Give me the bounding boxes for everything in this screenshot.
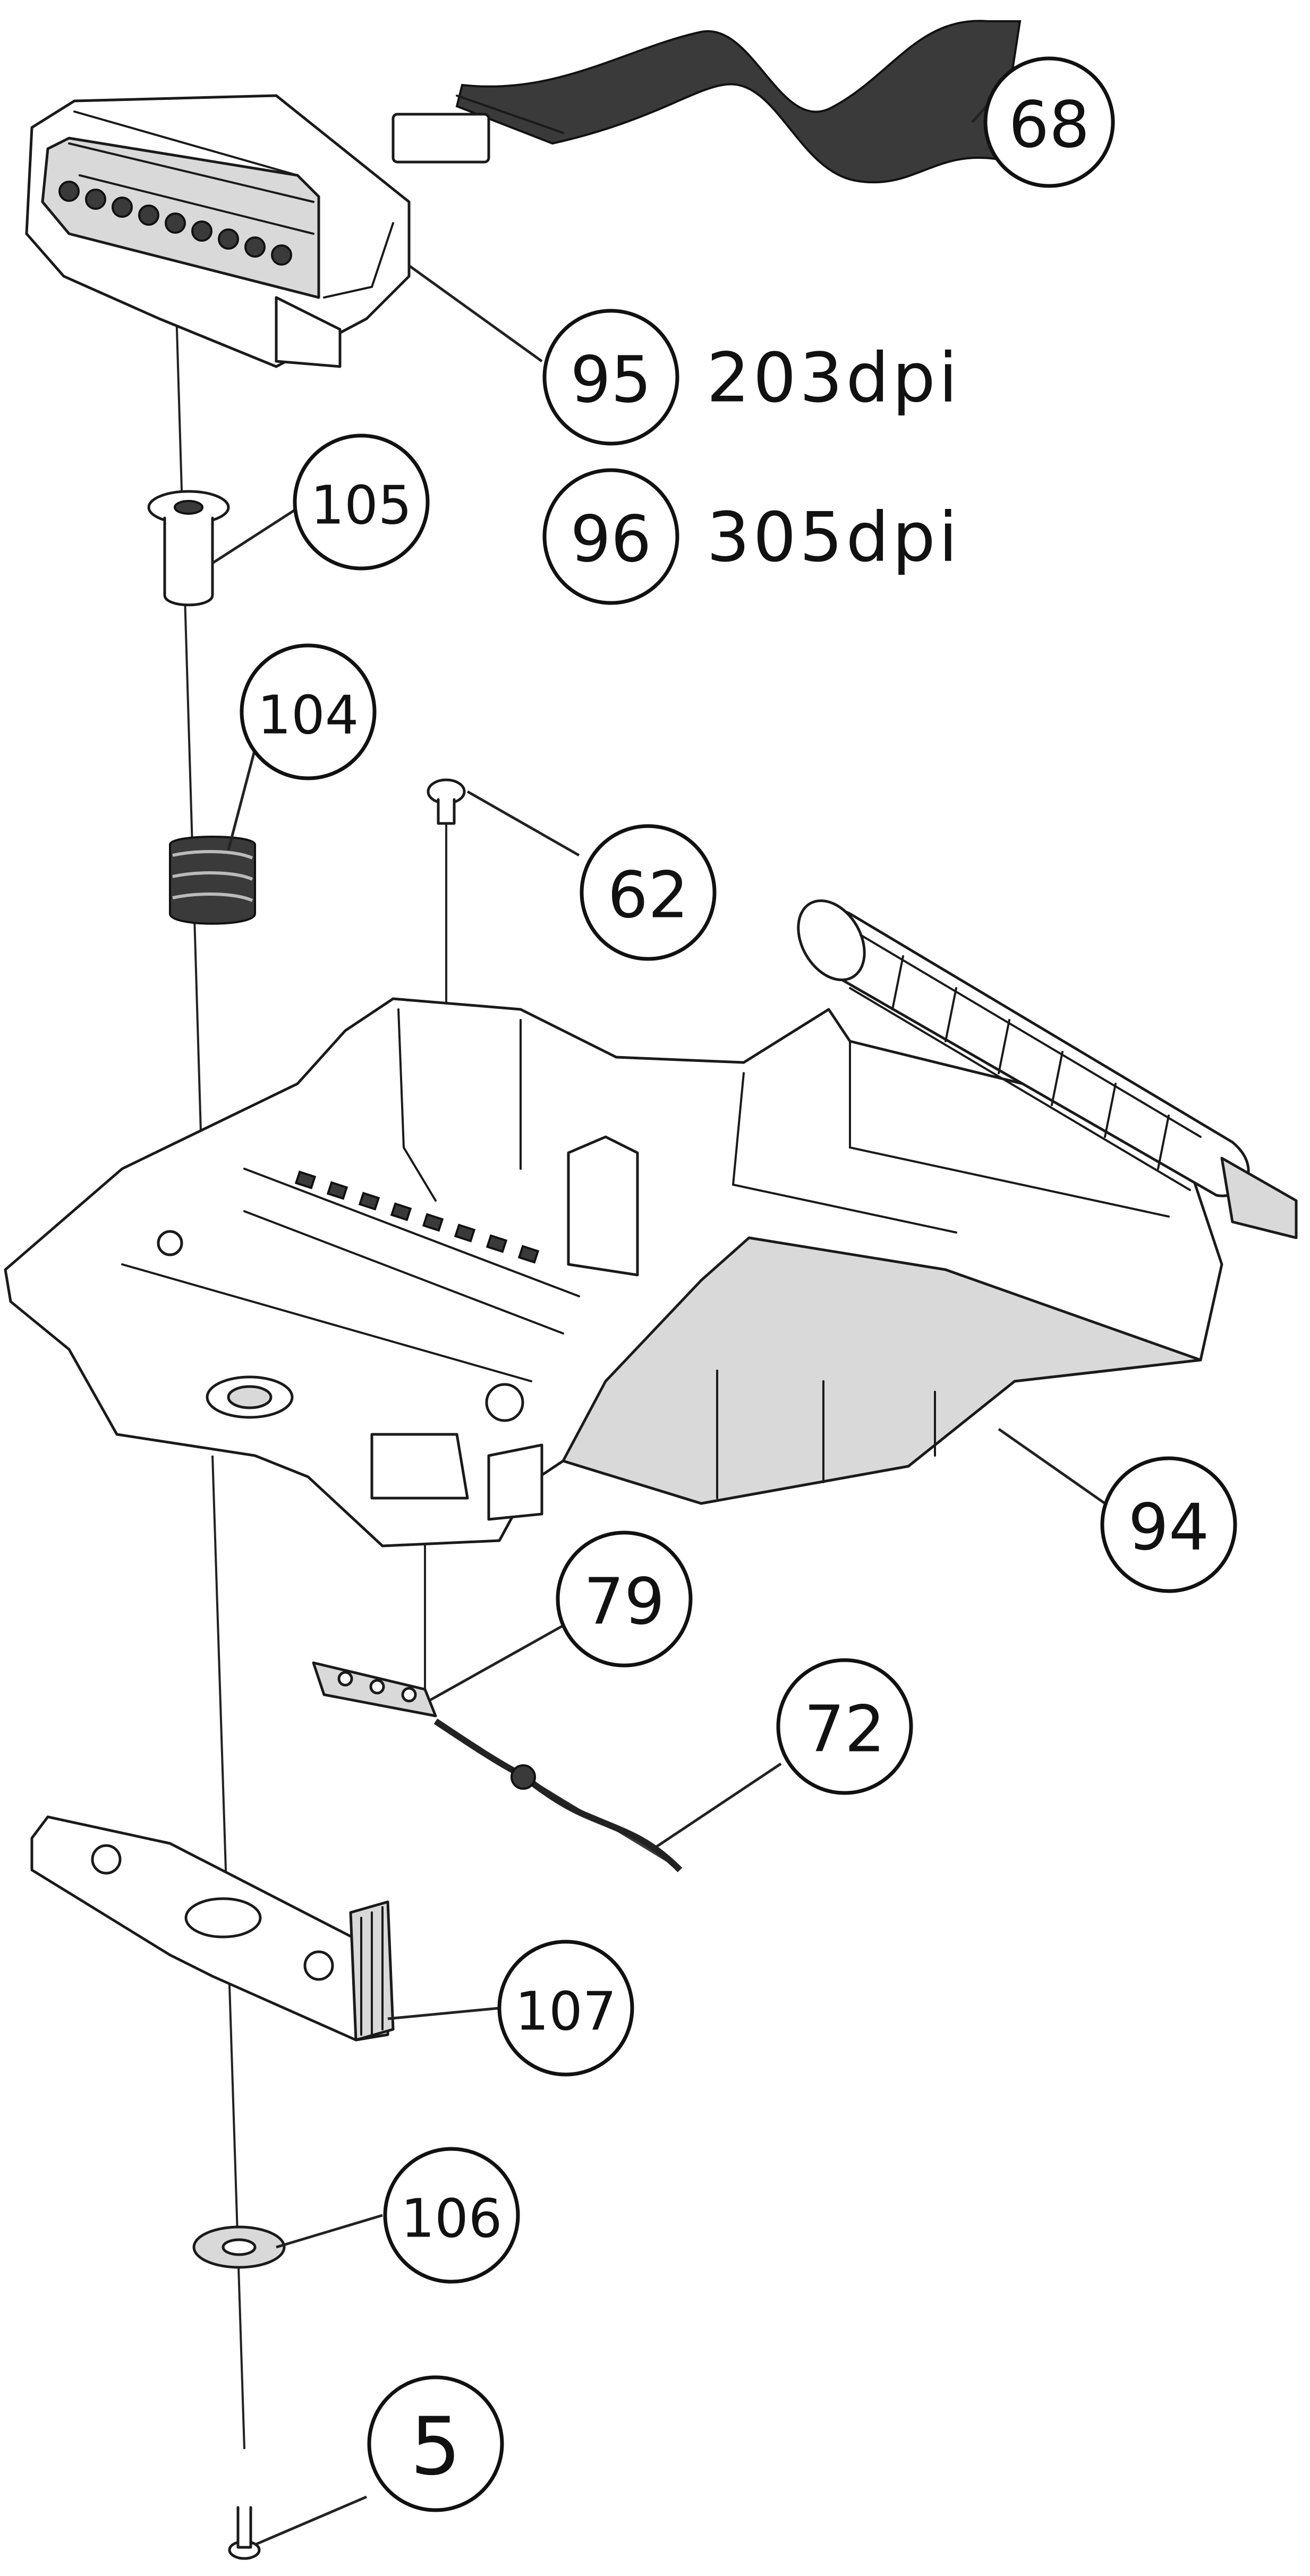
callout-label-94: 94 — [1128, 1491, 1210, 1565]
callout-label-95: 95 — [571, 344, 652, 418]
callout-106: 106 — [383, 2147, 520, 2284]
callout-label-72: 72 — [804, 1693, 886, 1767]
frame-slot-row — [294, 1170, 540, 1264]
callout-label-62: 62 — [608, 859, 689, 933]
callout-95: 95 — [542, 309, 679, 446]
print-head-part-95-96 — [25, 94, 411, 368]
callout-label-96: 96 — [571, 503, 652, 577]
callout-label-107: 107 — [515, 1980, 617, 2043]
callout-68: 68 — [983, 56, 1115, 188]
main-frame-part-94 — [4, 997, 1223, 1548]
callout-96: 96 — [542, 468, 679, 605]
callout-104: 104 — [240, 643, 377, 780]
callout-62: 62 — [580, 824, 717, 961]
variant-label-96: 305dpi — [707, 498, 960, 577]
callout-label-105: 105 — [311, 474, 412, 537]
lever-plate-part-107 — [30, 1815, 395, 2042]
screw-part-5 — [228, 2506, 261, 2560]
ribbon-cable-part-68 — [392, 20, 1022, 184]
callout-72: 72 — [776, 1658, 913, 1795]
variant-label-95: 203dpi — [707, 339, 960, 418]
bracket-part-79 — [312, 1661, 437, 1718]
callout-79: 79 — [556, 1531, 693, 1668]
print-head-pins — [58, 181, 292, 266]
callout-105: 105 — [293, 433, 430, 571]
sensor-cable-part-72 — [433, 1719, 683, 1873]
callout-107: 107 — [497, 1940, 634, 2077]
washer-part-106 — [192, 2225, 286, 2269]
callout-label-104: 104 — [258, 684, 359, 746]
callout-label-79: 79 — [584, 1566, 665, 1639]
leader-lines — [211, 68, 1106, 2546]
spring-part-104 — [169, 836, 256, 925]
callout-label-68: 68 — [1009, 89, 1090, 163]
callout-5: 5 — [367, 2375, 504, 2512]
callout-94: 94 — [1100, 1456, 1237, 1593]
platen-roller — [797, 899, 1298, 1239]
screw-part-62 — [427, 778, 466, 825]
bushing-part-105 — [147, 490, 230, 607]
callout-label-106: 106 — [401, 2188, 503, 2250]
callout-label-5: 5 — [410, 2401, 461, 2493]
